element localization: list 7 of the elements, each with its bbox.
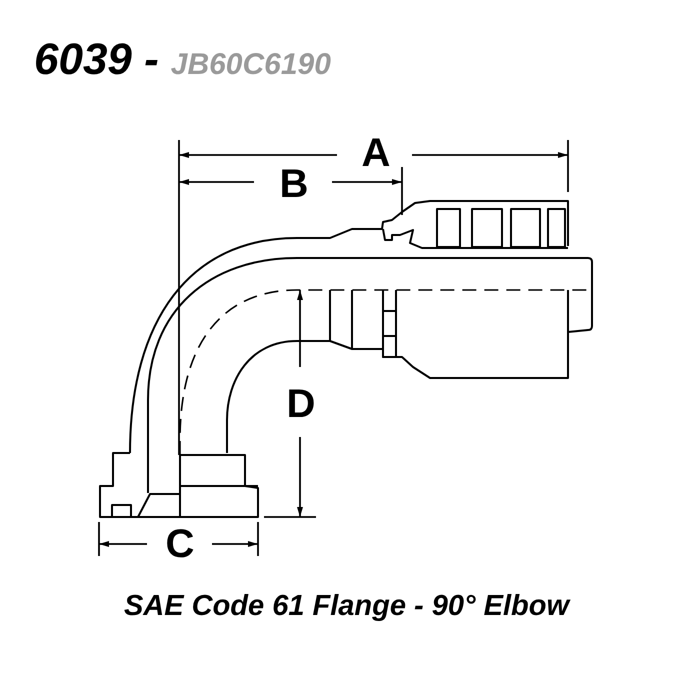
dimension-letter: B <box>280 164 308 204</box>
caption: SAE Code 61 Flange - 90° Elbow <box>122 589 572 624</box>
dimension-letter: C <box>166 524 194 564</box>
dimension-letter: A <box>362 133 390 173</box>
part-title: 6039 - <box>34 38 159 82</box>
part-number: JB60C6190 <box>170 50 331 80</box>
dimension-letter: D <box>286 384 316 424</box>
